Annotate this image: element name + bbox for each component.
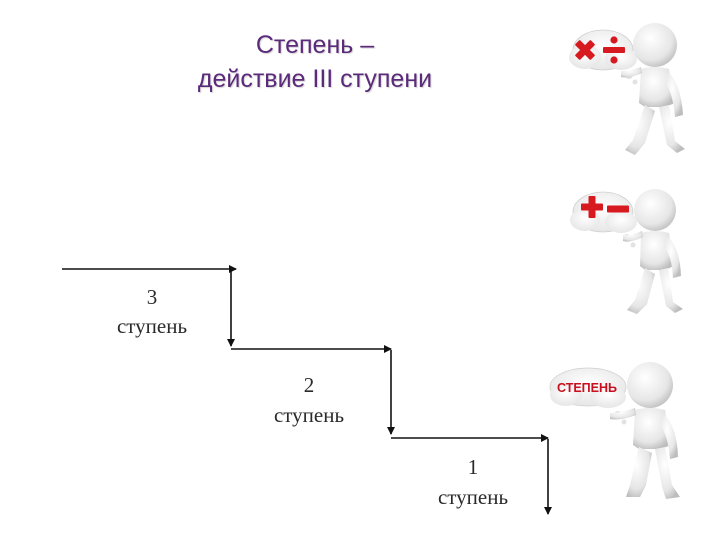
step-2-word: ступень xyxy=(274,403,344,427)
person-figure xyxy=(623,189,683,314)
plus-icon xyxy=(581,196,603,218)
slide-title-line-1: Степень – xyxy=(255,31,375,59)
minus-icon xyxy=(607,205,629,213)
step-1-number: 1 xyxy=(468,455,479,479)
multiply-icon xyxy=(575,40,595,60)
figure-multiply-divide xyxy=(569,23,685,155)
thought-cloud xyxy=(570,191,637,248)
person-figure xyxy=(610,362,680,499)
step-3-number: 3 xyxy=(147,285,158,309)
slide-title-line-2: действие III ступени xyxy=(197,65,433,93)
step-3-word: ступень xyxy=(117,314,187,338)
person-figure xyxy=(621,23,685,155)
slide-title: Степень – действие III ступени xyxy=(150,28,480,96)
thought-cloud xyxy=(549,367,627,425)
staircase xyxy=(62,265,552,515)
divide-icon xyxy=(603,36,625,64)
thought-bubble-text: СТЕПЕНЬ xyxy=(557,381,617,395)
figure-plus-minus xyxy=(570,189,683,314)
figure-power: СТЕПЕНЬ xyxy=(549,362,680,499)
step-2-number: 2 xyxy=(304,373,315,397)
step-1-word: ступень xyxy=(438,485,508,509)
